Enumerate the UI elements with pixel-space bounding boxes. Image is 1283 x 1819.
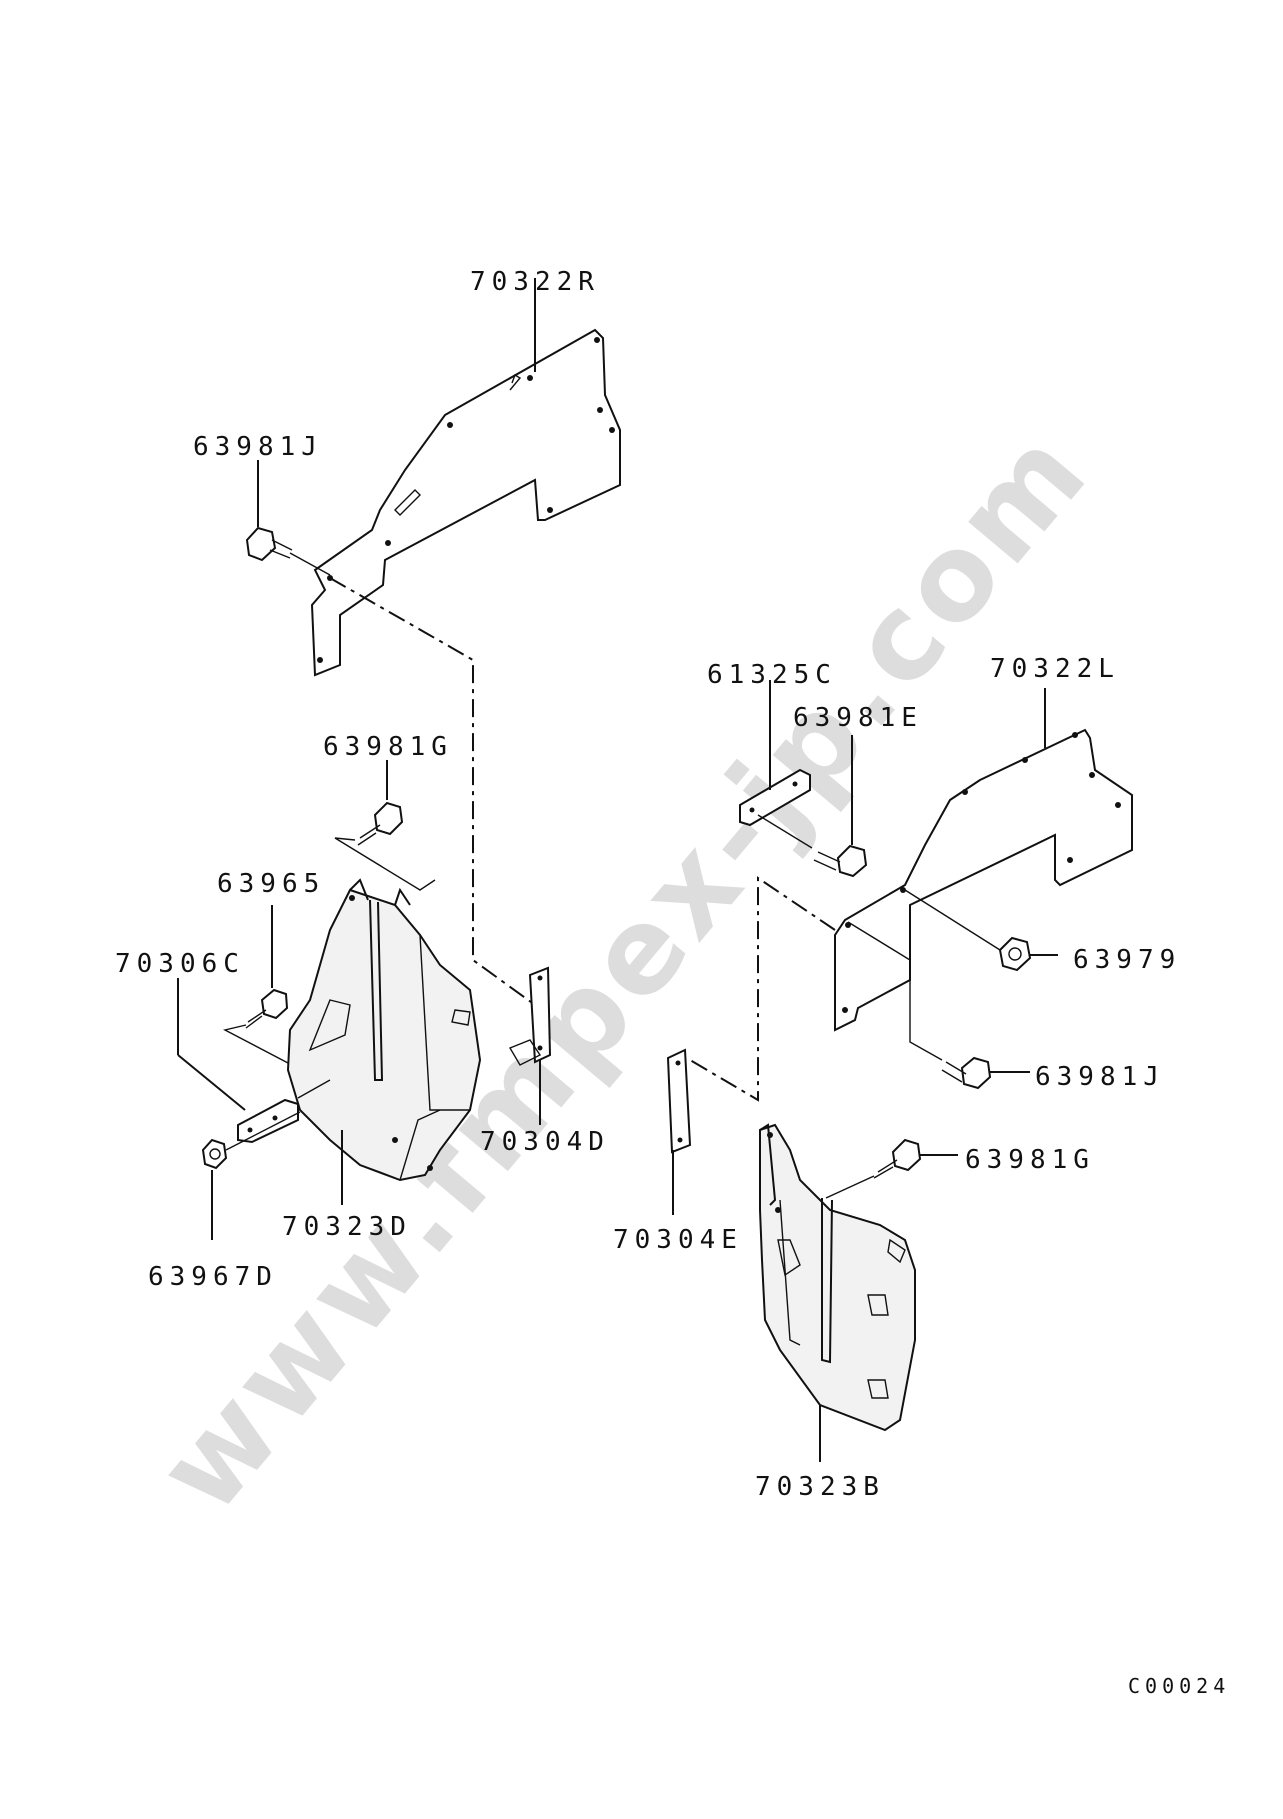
label-61325C: 61325C xyxy=(707,660,837,690)
bolt-63981J-right xyxy=(847,921,1030,1090)
label-70304E: 70304E xyxy=(613,1225,743,1255)
bolt-63981G-right xyxy=(825,1138,958,1199)
shroud-70323B xyxy=(759,1123,916,1462)
label-70322R: 70322R xyxy=(470,267,600,297)
label-70323D: 70323D xyxy=(282,1212,412,1242)
bolt-63981E xyxy=(813,735,868,878)
watermark-text: www.fmpex-jp.com xyxy=(131,401,1116,1538)
plate-61325C xyxy=(739,680,813,849)
label-63981G-right: 63981G xyxy=(965,1145,1095,1175)
panel-70322L xyxy=(834,688,1133,1032)
bolt-63981G-left xyxy=(334,760,436,891)
bracket-70306C xyxy=(177,978,331,1144)
label-63981J-right: 63981J xyxy=(1035,1062,1165,1092)
label-63967D: 63967D xyxy=(148,1262,278,1292)
label-63981J-upper: 63981J xyxy=(193,432,323,462)
nut-63979 xyxy=(904,889,1058,972)
connector-70322R-70304D xyxy=(329,577,536,1006)
label-70322L: 70322L xyxy=(990,654,1120,684)
label-70306C: 70306C xyxy=(115,949,245,979)
bracket-70304E xyxy=(666,1048,692,1215)
label-63981E: 63981E xyxy=(793,703,923,733)
nut-63967D xyxy=(201,1111,301,1240)
label-63979: 63979 xyxy=(1073,945,1181,975)
panel-70322R xyxy=(310,278,621,677)
label-70304D: 70304D xyxy=(480,1127,610,1157)
connector-70322L-70304E xyxy=(689,876,836,1102)
drawing-code: C00024 xyxy=(1128,1674,1230,1698)
shroud-70323D xyxy=(286,878,482,1205)
bolt-63981J-upper xyxy=(245,460,331,576)
label-63981G-left: 63981G xyxy=(323,732,453,762)
label-63965: 63965 xyxy=(217,869,325,899)
label-70323B: 70323B xyxy=(755,1472,885,1502)
bracket-70304D xyxy=(508,966,552,1125)
